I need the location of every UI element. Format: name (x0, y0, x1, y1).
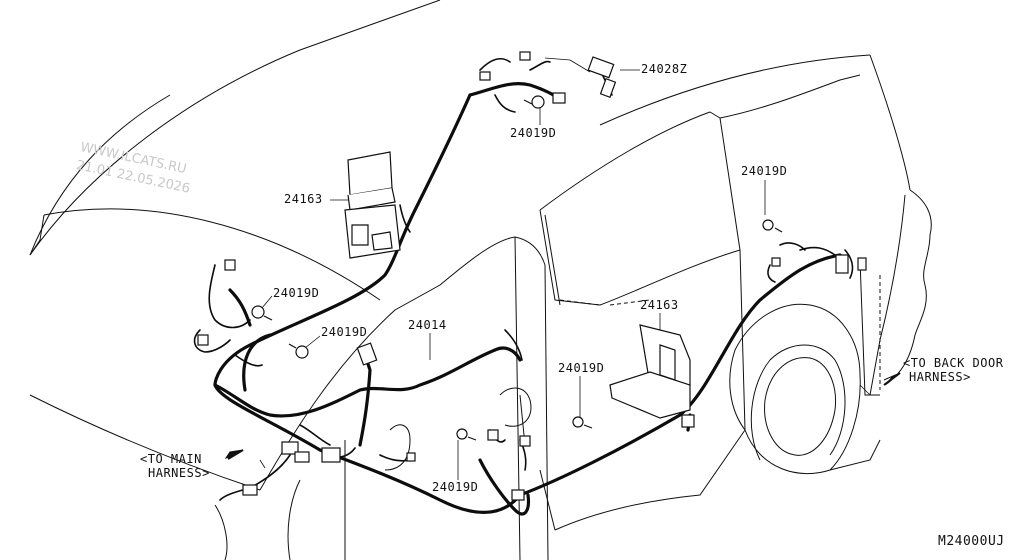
clip-24019d-left-b (295, 345, 309, 359)
callout-24019d-bottom: 24019D (432, 480, 479, 494)
clip-24019d-left-a (251, 305, 265, 319)
connector-24028z (587, 56, 615, 79)
callout-24028z: 24028Z (641, 62, 688, 76)
bracket-lower (609, 324, 691, 419)
callout-24014: 24014 (408, 318, 447, 332)
note-to-main-harness-line2: HARNESS> (148, 466, 210, 480)
diagram-code: M24000UJ (938, 534, 1005, 549)
callout-24019d-top: 24019D (510, 126, 557, 140)
callout-leader-lines (259, 57, 871, 480)
note-to-main-harness-line1: <TO MAIN (140, 452, 202, 466)
clip-fasteners (251, 95, 783, 441)
callout-24163-upper: 24163 (284, 192, 323, 206)
vehicle-body-outline (29, 0, 932, 560)
callout-24163-lower: 24163 (640, 298, 679, 312)
clip-24019d-lower-mid (572, 416, 584, 428)
door-dashed-lines (559, 275, 881, 390)
callout-24019d-lower-mid: 24019D (558, 361, 605, 375)
clip-24019d-top (531, 95, 545, 109)
note-to-back-door-harness-line1: <TO BACK DOOR (903, 356, 1004, 370)
direction-arrows (224, 372, 901, 460)
harness-connectors (197, 51, 867, 501)
callout-24019d-left-a: 24019D (273, 286, 320, 300)
note-to-back-door-harness-line2: HARNESS> (909, 370, 971, 384)
clip-24019d-right (762, 219, 774, 231)
control-unit-upper (344, 151, 401, 259)
callout-24019d-left-b: 24019D (321, 325, 368, 339)
clip-24019d-bottom (456, 428, 468, 440)
callout-24019d-right-top: 24019D (741, 164, 788, 178)
